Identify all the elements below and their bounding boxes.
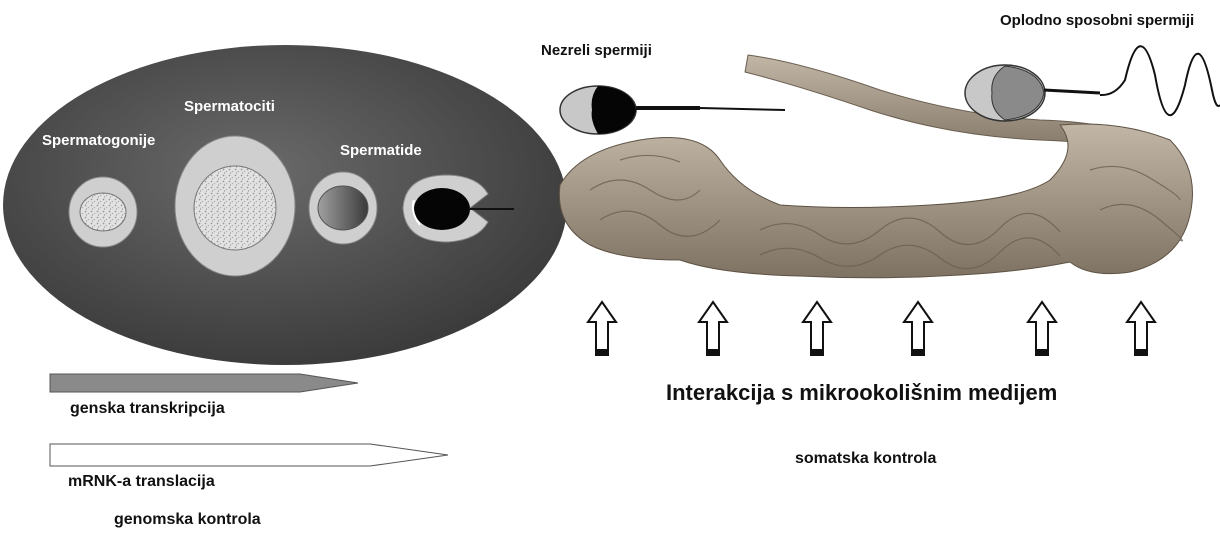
spermatogonium-cell: [69, 177, 137, 247]
label-genska-transkripcija: genska transkripcija: [70, 400, 225, 418]
upward-arrow-icon: [904, 302, 932, 355]
label-oplodno-sposobni: Oplodno sposobni spermiji: [1000, 12, 1194, 29]
upward-arrow-icon: [588, 302, 616, 355]
label-somatska-kontrola: somatska kontrola: [795, 450, 936, 468]
spermatocyte-cell: [175, 136, 295, 276]
upward-arrow-icon: [803, 302, 831, 355]
interaction-arrows: [588, 302, 1155, 355]
gene-transcription-wedge: [50, 374, 358, 392]
label-spermatogonije: Spermatogonije: [42, 132, 155, 149]
label-genomska-kontrola: genomska kontrola: [114, 511, 261, 529]
upward-arrow-icon: [699, 302, 727, 355]
spermatid-cell-round: [309, 172, 377, 244]
epididymis: [559, 55, 1192, 278]
label-nezreli-spermiji: Nezreli spermiji: [541, 42, 652, 59]
label-spermatide: Spermatide: [340, 142, 422, 159]
mature-sperm: [965, 46, 1220, 121]
label-interakcija: Interakcija s mikrookolišnim medijem: [666, 380, 1057, 406]
label-spermatociti: Spermatociti: [184, 98, 275, 115]
upward-arrow-icon: [1127, 302, 1155, 355]
upward-arrow-icon: [1028, 302, 1056, 355]
label-mrnk-translacija: mRNK-a translacija: [68, 473, 215, 491]
immature-sperm: [560, 86, 785, 134]
mrna-translation-wedge: [50, 444, 448, 466]
